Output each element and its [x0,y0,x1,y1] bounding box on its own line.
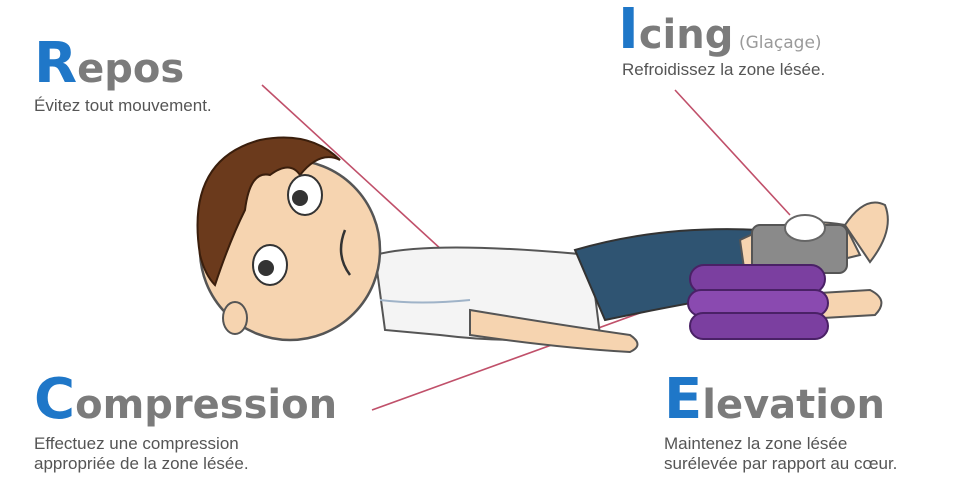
elevation-description-line1: Maintenez la zone lésée [664,434,897,454]
icing-title: Icing (Glaçage) [618,2,825,58]
icing-initial: I [618,0,639,62]
elevation-pillows [688,265,828,339]
icing-title-rest: cing [639,12,734,58]
icing-block: Icing (Glaçage) Refroidissez la zone lés… [618,2,825,80]
repos-title: Repos [34,36,212,92]
elevation-title-rest: levation [702,382,885,428]
icing-subtitle: (Glaçage) [739,33,822,53]
elevation-description-line2: surélevée par rapport au cœur. [664,454,897,474]
repos-title-rest: epos [77,46,184,92]
icing-description: Refroidissez la zone lésée. [622,60,825,80]
icing-pointer-line [675,90,790,215]
compression-initial: C [34,367,75,432]
compression-title-rest: ompression [75,382,337,428]
compression-description-line2: appropriée de la zone lésée. [34,454,337,474]
repos-description: Évitez tout mouvement. [34,96,212,116]
compression-description-line1: Effectuez une compression [34,434,337,454]
elevation-block: Elevation Maintenez la zone lésée suréle… [664,372,897,473]
elevation-title: Elevation [664,372,897,428]
boy-figure [198,138,888,353]
ice-pack [785,215,825,241]
compression-title: Compression [34,372,337,428]
ear [223,302,247,334]
repos-block: Repos Évitez tout mouvement. [34,36,212,116]
compression-block: Compression Effectuez une compression ap… [34,372,337,473]
repos-initial: R [34,31,77,96]
elevation-initial: E [664,367,702,432]
